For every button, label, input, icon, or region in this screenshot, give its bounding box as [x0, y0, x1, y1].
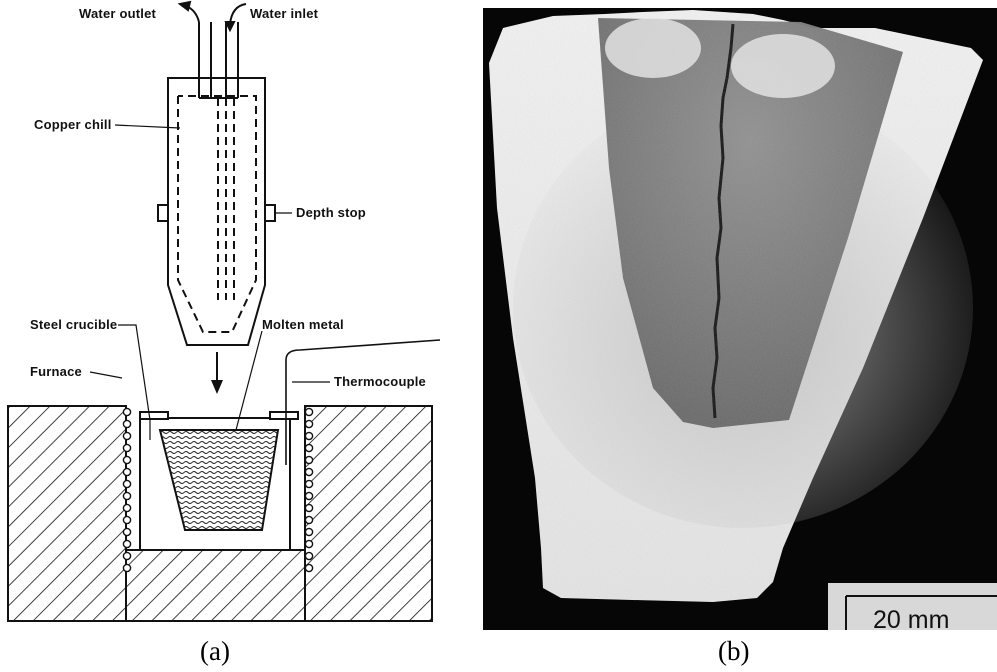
- label-molten-metal: Molten metal: [262, 317, 344, 332]
- label-furnace: Furnace: [30, 364, 82, 379]
- casting-section-photo: 20 mm: [483, 8, 997, 630]
- apparatus-diagram: Water outlet Water inlet Copper chill De…: [0, 0, 450, 630]
- scale-bar: 20 mm: [828, 583, 997, 630]
- label-steel-crucible: Steel crucible: [30, 317, 117, 332]
- scale-bar-label: 20 mm: [873, 606, 949, 630]
- copper-chill: [115, 78, 292, 345]
- caption-a: (a): [200, 636, 230, 667]
- label-water-inlet: Water inlet: [250, 6, 318, 21]
- label-thermocouple: Thermocouple: [334, 374, 426, 389]
- caption-b: (b): [718, 636, 749, 667]
- label-water-outlet: Water outlet: [79, 6, 156, 21]
- insertion-arrow: [211, 352, 223, 394]
- label-copper-chill: Copper chill: [34, 117, 112, 132]
- water-pipes: [180, 2, 246, 98]
- casting-photo-svg: 20 mm: [483, 8, 997, 630]
- apparatus-schematic-svg: [0, 0, 450, 630]
- label-depth-stop: Depth stop: [296, 205, 366, 220]
- crucible: [140, 412, 298, 530]
